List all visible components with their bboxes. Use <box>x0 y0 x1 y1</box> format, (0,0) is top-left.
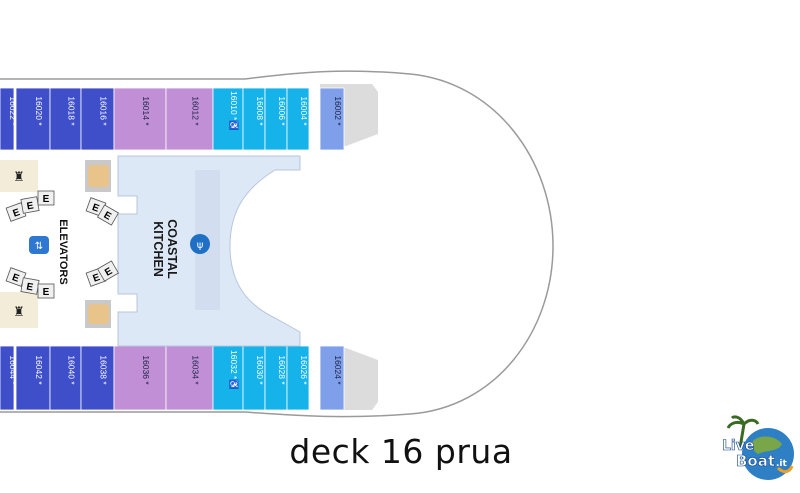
bottom-cabin-row: 16044 * 16042 * 16040 * 16038 * 16036 * 16034… <box>0 345 345 411</box>
elevator-7[interactable]: E <box>20 277 40 295</box>
cabin-16042[interactable] <box>15 345 51 411</box>
logo-text-b: Boat <box>736 452 775 470</box>
cabin-16044[interactable] <box>0 345 15 411</box>
elevator-8[interactable]: E <box>37 283 55 299</box>
cabin-label-16026: 16026 * <box>299 355 309 385</box>
cabin-16024[interactable] <box>319 345 345 411</box>
cabin-label-16040: 16040 * <box>67 355 77 385</box>
cabin-label-16022: 16022 * <box>8 96 18 126</box>
cabin-16012[interactable] <box>165 87 214 151</box>
restroom-block-bottom <box>0 292 38 328</box>
elevators-label: ELEVATORS <box>57 219 69 284</box>
cabin-label-16010: 16010 *♿ <box>229 91 239 131</box>
elevator-letter: E <box>43 287 50 298</box>
elevator-letter: E <box>91 272 101 285</box>
cabin-label-16028: 16028 * <box>277 355 287 385</box>
cabin-label-16038: 16038 * <box>99 355 109 385</box>
dining-icon[interactable] <box>190 234 210 254</box>
cabin-label-16012: 16012 * <box>191 96 201 126</box>
elevator-10[interactable]: E <box>97 260 119 282</box>
elevator-letter: E <box>11 207 21 220</box>
cabin-16010[interactable] <box>212 87 244 151</box>
cabin-label-16016: 16016 * <box>99 96 109 126</box>
elevator-letter: E <box>90 202 100 215</box>
liveboat-logo: Live Boat .it <box>722 415 794 480</box>
logo-text-c: .it <box>776 459 788 469</box>
venue-label-line1[interactable]: COASTAL <box>165 219 179 279</box>
cabin-label-16034: 16034 * <box>191 355 201 385</box>
elevator-letter: E <box>25 281 34 293</box>
restroom-icon-top: ♜ <box>13 170 25 185</box>
elevator-letter: E <box>43 194 50 205</box>
cabin-label-16042: 16042 * <box>34 355 44 385</box>
cabin-label-16044: 16044 * <box>8 355 18 385</box>
restroom-icon-bottom: ♜ <box>13 305 25 320</box>
cabin-16002[interactable] <box>319 87 345 151</box>
elevator-info-icon[interactable] <box>29 236 49 254</box>
cabin-16036[interactable] <box>113 345 167 411</box>
cabin-16004[interactable] <box>286 87 310 151</box>
elevator-letter: E <box>26 200 35 212</box>
cabin-label-16020: 16020 * <box>34 96 44 126</box>
cabin-label-16036: 16036 * <box>141 355 151 385</box>
restroom-block-top <box>0 160 38 192</box>
stair-top <box>88 165 109 187</box>
elevator-5[interactable]: E <box>97 204 119 226</box>
cabin-label-16004: 16004 * <box>299 96 309 126</box>
logo-palm-icon <box>726 415 760 449</box>
cabin-16022[interactable] <box>0 87 15 151</box>
cabin-label-16024: 16024 * <box>333 355 343 385</box>
logo-sun-icon <box>776 465 794 474</box>
cabin-label-16030: 16030 * <box>255 355 265 385</box>
cabin-label-16002: 16002 * <box>333 96 343 126</box>
logo-land <box>751 436 782 454</box>
cabin-label-16008: 16008 * <box>255 96 265 126</box>
stair-bottom <box>88 304 109 324</box>
elevator-1[interactable]: E <box>5 202 27 222</box>
elevator-letter: E <box>103 266 115 279</box>
cabin-label-16018: 16018 * <box>67 96 77 126</box>
elevator-2[interactable]: E <box>20 196 40 214</box>
cabin-16014[interactable] <box>113 87 167 151</box>
cabin-16034[interactable] <box>165 345 214 411</box>
cabin-16032[interactable] <box>212 345 244 411</box>
cabin-16038[interactable] <box>80 345 115 411</box>
elevator-info-glyph: ⇅ <box>35 241 43 252</box>
cabin-label-16014: 16014 * <box>141 96 151 126</box>
cabin-label-16006: 16006 * <box>277 96 287 126</box>
dining-icon-glyph: ψ <box>197 240 204 251</box>
top-cabin-row: 16022 * 16020 * 16018 * 16016 * 16014 * 16012… <box>0 87 345 151</box>
elevator-letter: E <box>102 210 114 223</box>
venue-label-line2[interactable]: KITCHEN <box>151 221 165 277</box>
deck-title: deck 16 prua <box>289 432 513 471</box>
elevator-3[interactable]: E <box>37 190 55 206</box>
logo-text-a: Live <box>722 438 754 454</box>
cabin-16018[interactable] <box>49 87 82 151</box>
cabin-label-16032: 16032 *♿ <box>229 350 239 390</box>
elevator-letter: E <box>10 272 20 285</box>
cabin-16016[interactable] <box>80 87 115 151</box>
